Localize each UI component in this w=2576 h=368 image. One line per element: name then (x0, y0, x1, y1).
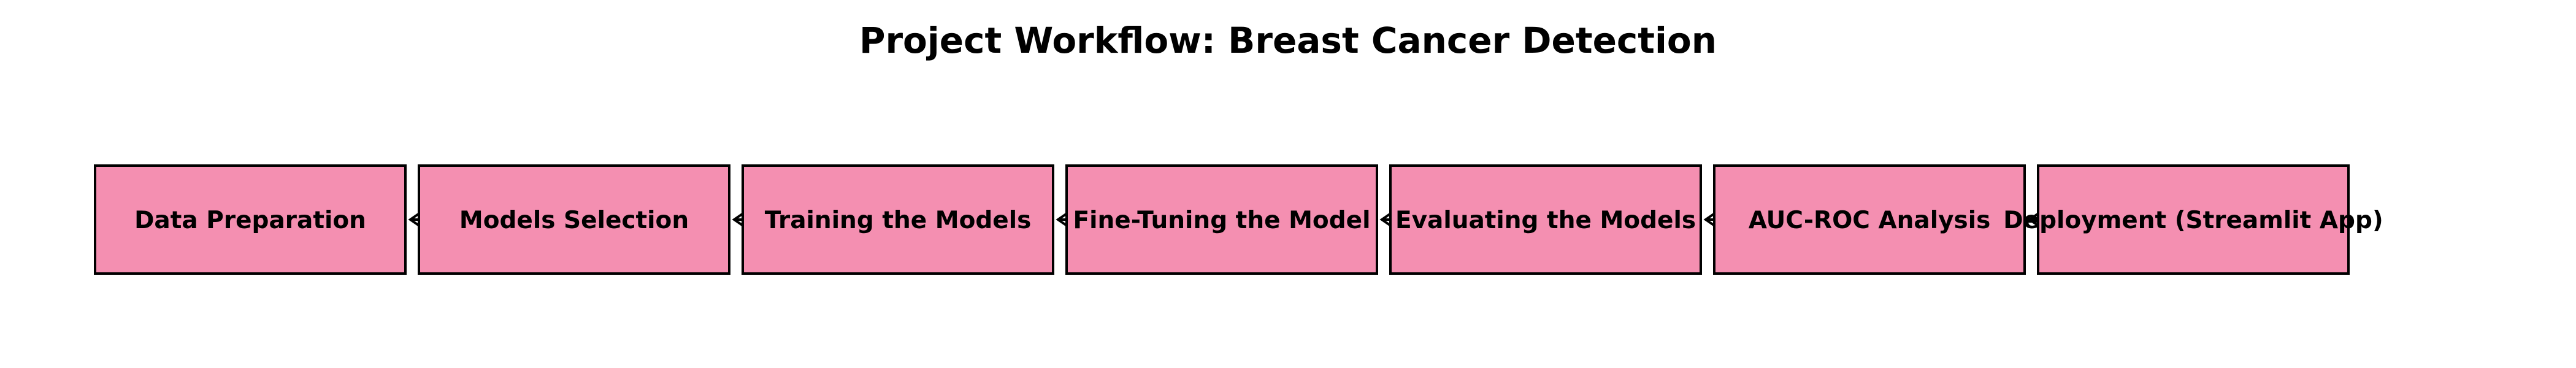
step-label: Training the Models (765, 207, 1032, 234)
step-box (1065, 164, 1378, 275)
step-evaluating-the-models: Evaluating the Models (1389, 164, 1702, 275)
step-models-selection: Models Selection (418, 164, 730, 275)
step-training-the-models: Training the Models (742, 164, 1054, 275)
step-box (1713, 164, 2026, 275)
step-label: Fine-Tuning the Model (1073, 207, 1371, 234)
step-box (1389, 164, 1702, 275)
step-label: Evaluating the Models (1395, 207, 1696, 234)
step-label: AUC-ROC Analysis (1749, 207, 1991, 234)
steps-layer: Data Preparation Models Selection Training… (94, 164, 2383, 275)
step-label: Data Preparation (134, 207, 366, 234)
step-fine-tuning-the-model: Fine-Tuning the Model (1065, 164, 1378, 275)
step-box (2037, 164, 2350, 275)
step-box (418, 164, 730, 275)
step-auc-roc-analysis: AUC-ROC Analysis (1713, 164, 2026, 275)
step-label: Models Selection (459, 207, 689, 234)
step-deployment-streamlit-app: Deployment (Streamlit App) (2003, 164, 2383, 275)
step-label: Deployment (Streamlit App) (2003, 207, 2383, 234)
step-box (742, 164, 1054, 275)
step-data-preparation: Data Preparation (94, 164, 407, 275)
step-box (94, 164, 407, 275)
diagram-title: Project Workflow: Breast Cancer Detectio… (859, 20, 1717, 61)
